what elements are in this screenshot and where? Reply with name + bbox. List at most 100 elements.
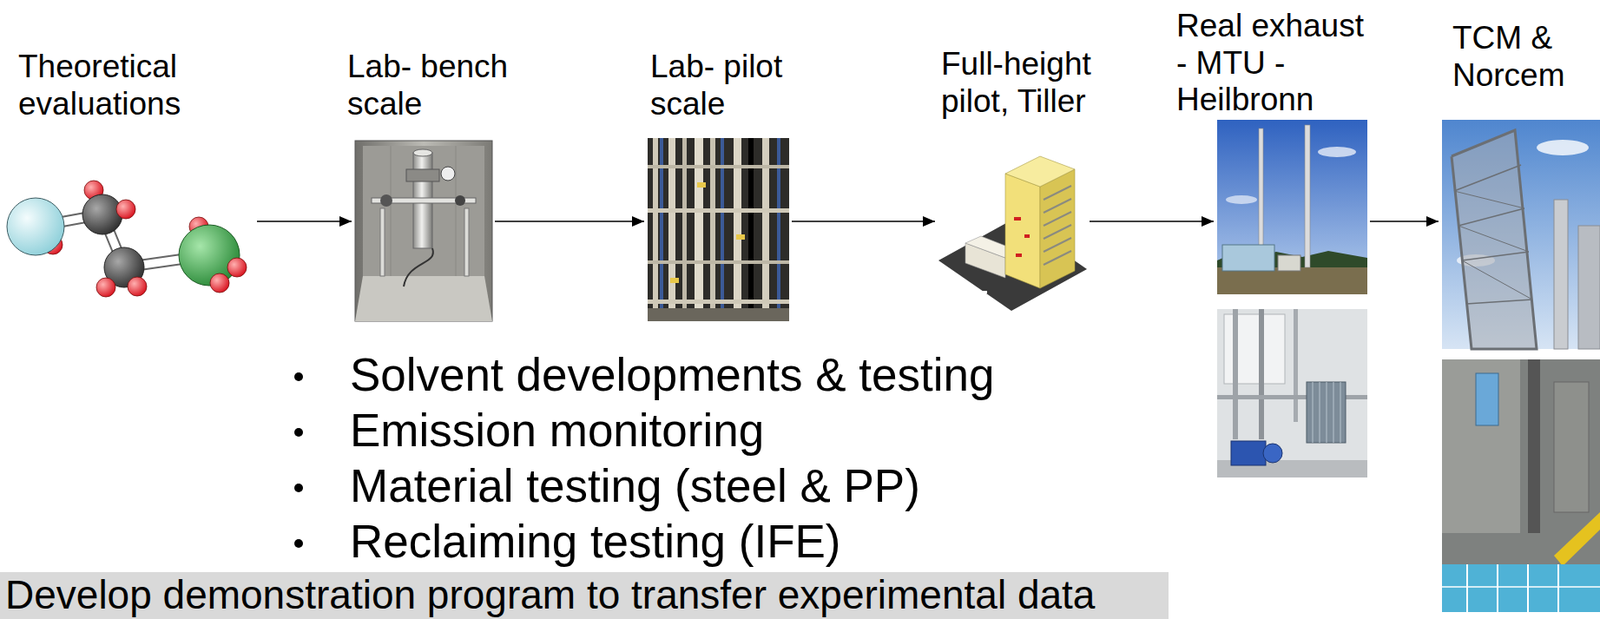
test-rig-photo-part bbox=[1312, 381, 1314, 443]
bench-rig-photo-part bbox=[403, 248, 434, 287]
tiller-building-model-part bbox=[1040, 169, 1075, 289]
norcem-plant-photo-part bbox=[1527, 564, 1529, 613]
test-rig-photo-part bbox=[1217, 309, 1368, 478]
tiller-building-model-part bbox=[1043, 211, 1072, 226]
molecule-illustration-part bbox=[116, 199, 136, 219]
tcm-plant-photo-part bbox=[1458, 225, 1529, 252]
summary-band: Develop demonstration program to transfe… bbox=[0, 572, 1169, 619]
stage-heading-slot: Real exhaust - MTU - Heilbronn bbox=[1176, 7, 1375, 119]
tcm-plant-photo-part bbox=[1536, 139, 1589, 156]
pilot-rig-photo-part bbox=[647, 164, 790, 169]
exhaust-site-photo-part bbox=[1217, 119, 1368, 295]
bullet-text: Solvent developments & testing bbox=[349, 347, 995, 403]
exhaust-site-photo-part bbox=[1225, 195, 1258, 205]
bench-rig-photo-part bbox=[454, 195, 466, 206]
bench-rig-photo-part bbox=[406, 169, 440, 182]
test-rig-photo-part bbox=[1326, 381, 1328, 443]
bench-rig-photo-part bbox=[464, 208, 469, 277]
norcem-plant-photo-part bbox=[1441, 586, 1600, 588]
exhaust-site-photo-part bbox=[1277, 255, 1301, 271]
norcem-plant-photo-part bbox=[1553, 512, 1600, 567]
bench-rig-photo-part bbox=[413, 149, 433, 157]
bullet-text: Emission monitoring bbox=[349, 402, 995, 459]
molecule-illustration bbox=[6, 180, 247, 297]
tiller-building-model-part bbox=[1013, 217, 1021, 221]
molecule-illustration-part bbox=[6, 197, 65, 256]
stage-box: Lab- pilot scale bbox=[647, 138, 790, 322]
test-rig-photo-part bbox=[1319, 381, 1321, 443]
bench-rig-photo bbox=[355, 140, 493, 322]
tcm-plant-photo-part bbox=[1461, 251, 1529, 261]
norcem-plant-photo-part bbox=[1441, 359, 1521, 534]
bench-rig-photo-part bbox=[380, 208, 385, 277]
flow-arrow bbox=[791, 220, 935, 223]
exhaust-site-photo-part bbox=[1317, 146, 1357, 158]
stage-heading-slot: Lab- bench scale bbox=[347, 48, 521, 123]
stage-heading: Lab- bench scale bbox=[347, 48, 521, 123]
tiller-building-model-part bbox=[1043, 250, 1072, 265]
tcm-plant-photo-part bbox=[1578, 225, 1600, 349]
bullet-text: Material testing (steel & PP) bbox=[349, 458, 995, 514]
test-rig-photo-part bbox=[1306, 381, 1346, 443]
stage-box: Lab- bench scale bbox=[355, 140, 493, 322]
tcm-plant-photo-part bbox=[1461, 260, 1533, 300]
flow-arrow bbox=[494, 220, 645, 223]
bullet-dots-part bbox=[294, 427, 303, 437]
norcem-plant-photo-part bbox=[1466, 564, 1469, 613]
stage-box: Theoretical evaluations bbox=[4, 173, 255, 300]
norcem-plant-photo-part bbox=[1475, 373, 1499, 426]
tiller-building-model-part bbox=[981, 290, 988, 294]
tcm-plant-photo-part bbox=[1441, 119, 1600, 349]
stage-heading-slot: Theoretical evaluations bbox=[18, 48, 192, 123]
norcem-plant-photo-part bbox=[1557, 564, 1560, 613]
tiller-building-model-part bbox=[1015, 253, 1022, 257]
bench-rig-photo-part bbox=[390, 145, 392, 277]
pilot-rig-photo-part bbox=[647, 260, 790, 264]
pilot-rig-photo-part bbox=[647, 308, 790, 322]
norcem-plant-photo-part bbox=[1496, 564, 1499, 613]
stage-heading: Real exhaust - MTU - Heilbronn bbox=[1176, 7, 1375, 119]
tcm-plant-photo-part bbox=[1454, 164, 1521, 191]
bench-rig-photo-part bbox=[455, 145, 457, 277]
stage-box: Real exhaust - MTU - Heilbronn bbox=[1217, 119, 1368, 478]
tiller-building-model-part bbox=[965, 236, 1006, 258]
norcem-plant-photo-part bbox=[1441, 564, 1600, 613]
stage-heading-slot: Lab- pilot scale bbox=[650, 48, 803, 123]
tiller-building-model-part bbox=[1005, 173, 1041, 289]
exhaust-site-photo-part bbox=[1217, 267, 1368, 295]
tiller-building-model-part bbox=[1043, 224, 1072, 239]
pilot-rig-photo-part bbox=[736, 234, 745, 240]
stage-box: TCM & Norcem bbox=[1441, 119, 1600, 613]
stage-box: Full-height pilot, Tiller bbox=[938, 143, 1087, 311]
stage-heading-slot: Full-height pilot, Tiller bbox=[941, 46, 1107, 120]
bullet-list: Solvent developments & testingEmission m… bbox=[349, 347, 995, 570]
molecule-illustration-part bbox=[82, 194, 123, 235]
pilot-rig-photo-part bbox=[647, 299, 790, 304]
pilot-rig-photo-part bbox=[697, 182, 706, 188]
connector-group bbox=[256, 221, 1439, 223]
flow-arrow bbox=[1089, 220, 1214, 223]
molecule-illustration-part bbox=[178, 224, 240, 286]
test-rig-photo-part bbox=[1340, 381, 1342, 443]
test-rig-photo bbox=[1217, 309, 1368, 478]
norcem-plant-photo bbox=[1441, 359, 1600, 613]
flow-arrow bbox=[1369, 220, 1439, 223]
flow-arrow bbox=[256, 220, 352, 223]
tcm-plant-photo bbox=[1441, 119, 1600, 349]
pilot-rig-photo-part bbox=[647, 138, 790, 322]
exhaust-site-photo-part bbox=[1304, 125, 1311, 268]
tiller-building-model bbox=[938, 156, 1087, 311]
tiller-building-model-part bbox=[1005, 156, 1075, 187]
bench-rig-photo-part bbox=[355, 276, 493, 322]
tiller-building-model-part bbox=[1043, 185, 1072, 200]
exhaust-site-photo bbox=[1217, 119, 1368, 295]
bullet-dots-part bbox=[294, 483, 303, 493]
bullet-dots-part bbox=[294, 539, 303, 548]
test-rig-photo-part bbox=[1333, 381, 1335, 443]
pilot-rig-photo-part bbox=[670, 277, 679, 284]
bench-rig-photo-part bbox=[441, 166, 455, 181]
tcm-plant-photo-part bbox=[1451, 130, 1537, 349]
norcem-plant-photo-part bbox=[1553, 381, 1589, 513]
tiller-building-model-part bbox=[1024, 234, 1030, 238]
